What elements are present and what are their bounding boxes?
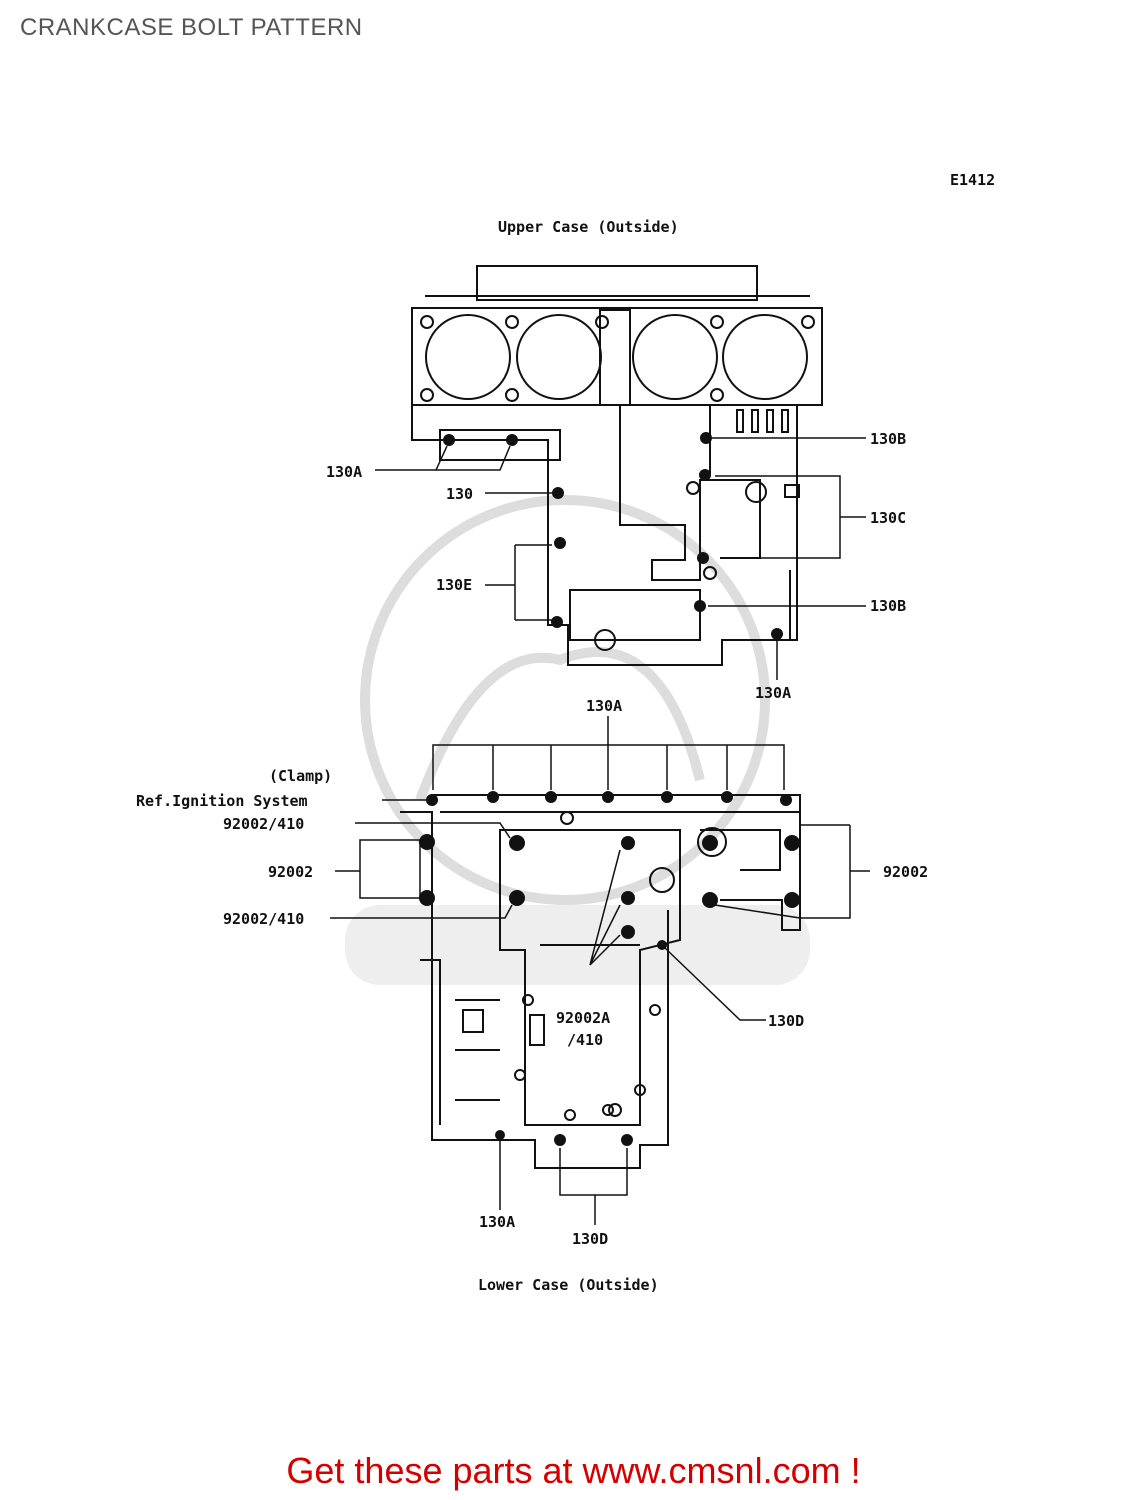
callout-130b-upper-top: 130B bbox=[870, 430, 906, 448]
callout-130e-upper: 130E bbox=[436, 576, 472, 594]
watermark-logo bbox=[345, 495, 810, 985]
lower-case-drawing bbox=[400, 794, 801, 1169]
callout-130c-upper: 130C bbox=[870, 509, 906, 527]
callout-clamp: (Clamp) bbox=[269, 767, 332, 785]
callout-130d-lower-bottom: 130D bbox=[572, 1230, 608, 1248]
footer-link[interactable]: Get these parts at www.cmsnl.com ! bbox=[286, 1450, 861, 1491]
upper-case-label: Upper Case (Outside) bbox=[498, 218, 679, 236]
callout-130a-lower-top: 130A bbox=[586, 697, 622, 715]
upper-callout-leaders bbox=[375, 437, 866, 680]
callout-ref-ignition-system: Ref.Ignition System bbox=[136, 792, 308, 810]
callout-92002-right: 92002 bbox=[883, 863, 928, 881]
callout-410: /410 bbox=[567, 1031, 603, 1049]
diagram-code: E1412 bbox=[950, 171, 995, 189]
crankcase-diagram: E1412 Upper Case (Outside) bbox=[136, 171, 995, 1294]
lower-callout-leaders bbox=[330, 716, 870, 1225]
callout-92002-410-bottom: 92002/410 bbox=[223, 910, 304, 928]
callout-130a-upper-bottom: 130A bbox=[755, 684, 791, 702]
lower-case-label: Lower Case (Outside) bbox=[478, 1276, 659, 1294]
callout-92002a: 92002A bbox=[556, 1009, 610, 1027]
callout-92002-left: 92002 bbox=[268, 863, 313, 881]
upper-case-drawing bbox=[411, 265, 823, 666]
callout-130a-upper-left: 130A bbox=[326, 463, 362, 481]
page-title: CRANKCASE BOLT PATTERN bbox=[20, 14, 363, 41]
callout-130d-lower-right: 130D bbox=[768, 1012, 804, 1030]
callout-130a-lower-bottom: 130A bbox=[479, 1213, 515, 1231]
callout-92002-410-top: 92002/410 bbox=[223, 815, 304, 833]
lower-case-bolts bbox=[419, 791, 800, 1146]
upper-case-bolts bbox=[443, 432, 783, 640]
callout-130-upper: 130 bbox=[446, 485, 473, 503]
callout-130b-upper-bottom: 130B bbox=[870, 597, 906, 615]
